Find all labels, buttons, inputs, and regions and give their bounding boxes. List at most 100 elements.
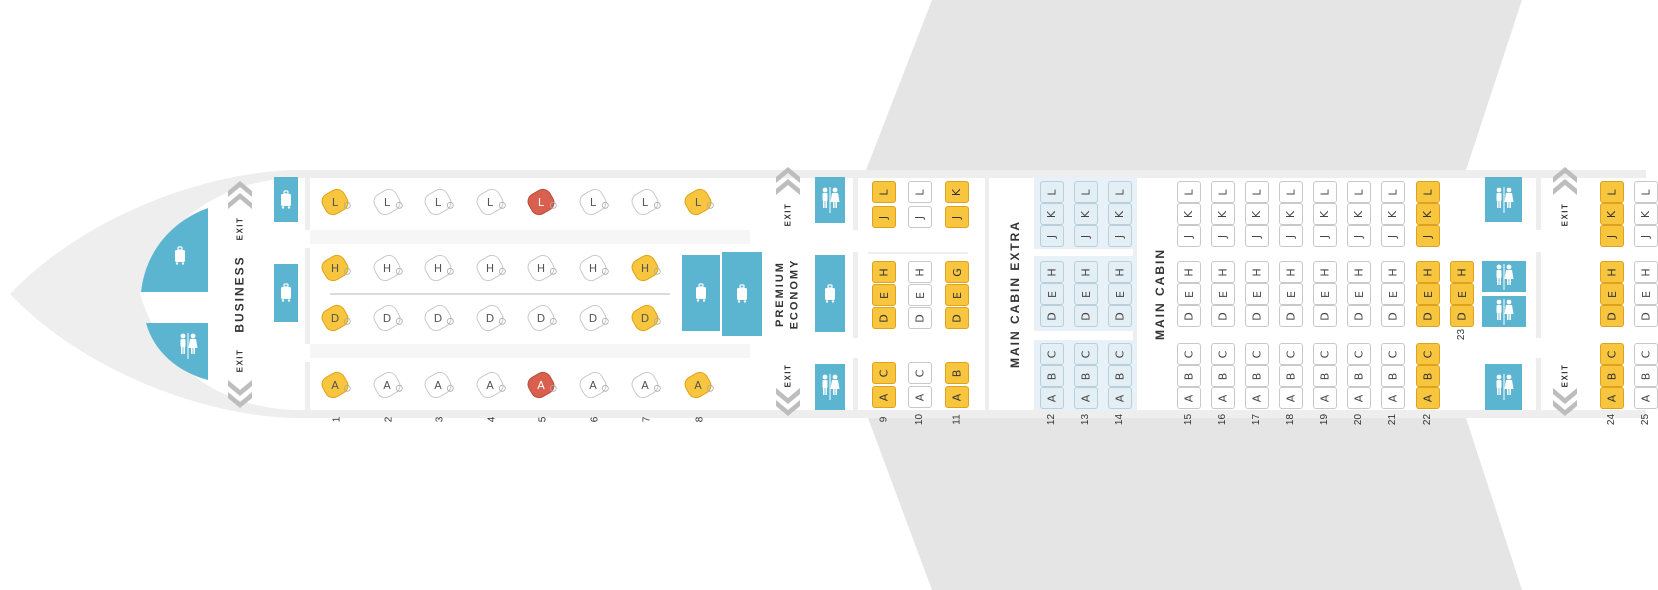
business-seat-3D[interactable]: D (418, 298, 458, 338)
business-seat-4A[interactable]: A (470, 365, 510, 405)
seat-16D[interactable]: D (1211, 305, 1235, 327)
business-seat-1H[interactable]: H (315, 248, 355, 288)
seat-15H[interactable]: H (1177, 261, 1201, 283)
seat-21D[interactable]: D (1381, 305, 1405, 327)
seat-23H[interactable]: H (1450, 261, 1474, 283)
seat-23E[interactable]: E (1450, 283, 1474, 305)
business-seat-1L[interactable]: L (315, 182, 355, 222)
seat-17H[interactable]: H (1245, 261, 1269, 283)
seat-17E[interactable]: E (1245, 283, 1269, 305)
seat-23D[interactable]: D (1450, 305, 1474, 327)
seat-24A[interactable]: A (1600, 387, 1624, 409)
business-seat-8L[interactable]: L (678, 182, 718, 222)
seat-21H[interactable]: H (1381, 261, 1405, 283)
seat-25C[interactable]: C (1634, 343, 1658, 365)
business-seat-7A[interactable]: A (625, 365, 665, 405)
seat-16L[interactable]: L (1211, 181, 1235, 203)
seat-9H[interactable]: H (872, 261, 896, 283)
seat-25J[interactable]: J (1634, 225, 1658, 247)
seat-15A[interactable]: A (1177, 387, 1201, 409)
seat-14K[interactable]: K (1108, 203, 1132, 225)
business-seat-3A[interactable]: A (418, 365, 458, 405)
seat-19C[interactable]: C (1313, 343, 1337, 365)
seat-9E[interactable]: E (872, 284, 896, 306)
seat-10A[interactable]: A (908, 386, 932, 408)
seat-22H[interactable]: H (1416, 261, 1440, 283)
seat-25B[interactable]: B (1634, 365, 1658, 387)
seat-9C[interactable]: C (872, 362, 896, 384)
seat-14A[interactable]: A (1108, 387, 1132, 409)
seat-25E[interactable]: E (1634, 283, 1658, 305)
business-seat-1A[interactable]: A (315, 365, 355, 405)
seat-22A[interactable]: A (1416, 387, 1440, 409)
seat-21A[interactable]: A (1381, 387, 1405, 409)
seat-21C[interactable]: C (1381, 343, 1405, 365)
seat-10D[interactable]: D (908, 307, 932, 329)
seat-21L[interactable]: L (1381, 181, 1405, 203)
seat-17K[interactable]: K (1245, 203, 1269, 225)
seat-14B[interactable]: B (1108, 365, 1132, 387)
seat-12B[interactable]: B (1040, 365, 1064, 387)
business-seat-8A[interactable]: A (678, 365, 718, 405)
seat-9A[interactable]: A (872, 386, 896, 408)
seat-19J[interactable]: J (1313, 225, 1337, 247)
seat-20J[interactable]: J (1347, 225, 1371, 247)
seat-25H[interactable]: H (1634, 261, 1658, 283)
seat-24B[interactable]: B (1600, 365, 1624, 387)
seat-19B[interactable]: B (1313, 365, 1337, 387)
seat-9D[interactable]: D (872, 307, 896, 329)
seat-12J[interactable]: J (1040, 225, 1064, 247)
business-seat-1D[interactable]: D (315, 298, 355, 338)
seat-16H[interactable]: H (1211, 261, 1235, 283)
seat-22D[interactable]: D (1416, 305, 1440, 327)
seat-14D[interactable]: D (1108, 305, 1132, 327)
business-seat-5D[interactable]: D (521, 298, 561, 338)
seat-20L[interactable]: L (1347, 181, 1371, 203)
seat-20A[interactable]: A (1347, 387, 1371, 409)
business-seat-5H[interactable]: H (521, 248, 561, 288)
seat-24K[interactable]: K (1600, 203, 1624, 225)
seat-25K[interactable]: K (1634, 203, 1658, 225)
seat-16B[interactable]: B (1211, 365, 1235, 387)
seat-19E[interactable]: E (1313, 283, 1337, 305)
seat-11E[interactable]: E (945, 284, 969, 306)
seat-19K[interactable]: K (1313, 203, 1337, 225)
seat-22C[interactable]: C (1416, 343, 1440, 365)
business-seat-6A[interactable]: A (573, 365, 613, 405)
seat-12E[interactable]: E (1040, 283, 1064, 305)
seat-24L[interactable]: L (1600, 181, 1624, 203)
seat-12D[interactable]: D (1040, 305, 1064, 327)
business-seat-3L[interactable]: L (418, 182, 458, 222)
seat-21K[interactable]: K (1381, 203, 1405, 225)
seat-20E[interactable]: E (1347, 283, 1371, 305)
seat-18A[interactable]: A (1279, 387, 1303, 409)
seat-15E[interactable]: E (1177, 283, 1201, 305)
seat-17C[interactable]: C (1245, 343, 1269, 365)
seat-19L[interactable]: L (1313, 181, 1337, 203)
seat-19A[interactable]: A (1313, 387, 1337, 409)
seat-11G[interactable]: G (945, 261, 969, 283)
seat-12K[interactable]: K (1040, 203, 1064, 225)
seat-9J[interactable]: J (872, 206, 896, 228)
seat-12L[interactable]: L (1040, 181, 1064, 203)
business-seat-7D[interactable]: D (625, 298, 665, 338)
seat-11A[interactable]: A (945, 386, 969, 408)
business-seat-3H[interactable]: H (418, 248, 458, 288)
seat-9L[interactable]: L (872, 181, 896, 203)
seat-12C[interactable]: C (1040, 343, 1064, 365)
seat-15J[interactable]: J (1177, 225, 1201, 247)
seat-14L[interactable]: L (1108, 181, 1132, 203)
business-seat-4L[interactable]: L (470, 182, 510, 222)
seat-20C[interactable]: C (1347, 343, 1371, 365)
seat-10C[interactable]: C (908, 362, 932, 384)
seat-16K[interactable]: K (1211, 203, 1235, 225)
seat-16E[interactable]: E (1211, 283, 1235, 305)
seat-15L[interactable]: L (1177, 181, 1201, 203)
seat-11K[interactable]: K (945, 181, 969, 203)
seat-20D[interactable]: D (1347, 305, 1371, 327)
seat-15D[interactable]: D (1177, 305, 1201, 327)
seat-24D[interactable]: D (1600, 305, 1624, 327)
seat-13L[interactable]: L (1074, 181, 1098, 203)
seat-15C[interactable]: C (1177, 343, 1201, 365)
seat-24H[interactable]: H (1600, 261, 1624, 283)
